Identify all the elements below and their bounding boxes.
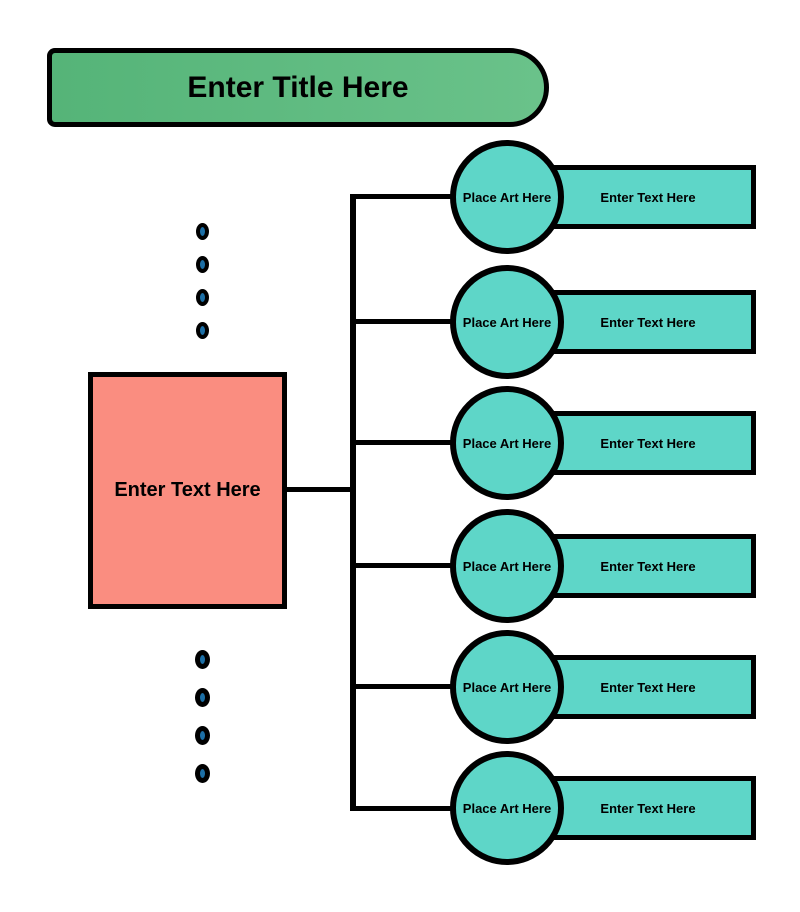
art-circle-label: Place Art Here bbox=[462, 435, 552, 451]
art-circle-label: Place Art Here bbox=[462, 314, 552, 330]
text-bar-label: Enter Text Here bbox=[600, 189, 696, 205]
dot-core bbox=[200, 326, 205, 335]
text-bar[interactable]: Enter Text Here bbox=[540, 411, 756, 475]
text-bar-label: Enter Text Here bbox=[600, 679, 696, 695]
dot-icon bbox=[195, 650, 210, 669]
dot-core bbox=[200, 293, 205, 302]
dot-icon bbox=[195, 726, 210, 745]
center-text-box[interactable]: Enter Text Here bbox=[88, 372, 287, 609]
art-circle[interactable]: Place Art Here bbox=[450, 265, 564, 379]
art-circle[interactable]: Place Art Here bbox=[450, 630, 564, 744]
text-bar-label: Enter Text Here bbox=[600, 435, 696, 451]
dot-core bbox=[200, 655, 205, 664]
dot-core bbox=[200, 769, 205, 778]
dot-core bbox=[200, 227, 205, 236]
title-banner[interactable]: Enter Title Here bbox=[47, 48, 549, 127]
connector-branch bbox=[352, 563, 452, 568]
title-text: Enter Title Here bbox=[187, 70, 409, 104]
dot-icon bbox=[196, 289, 209, 306]
connector-branch bbox=[352, 319, 452, 324]
connector-trunk bbox=[350, 194, 356, 811]
dot-core bbox=[200, 731, 205, 740]
text-bar-label: Enter Text Here bbox=[600, 314, 696, 330]
connector-center-to-trunk bbox=[283, 487, 353, 492]
text-bar[interactable]: Enter Text Here bbox=[540, 534, 756, 598]
dot-core bbox=[200, 260, 205, 269]
art-circle[interactable]: Place Art Here bbox=[450, 509, 564, 623]
dot-icon bbox=[195, 688, 210, 707]
art-circle-label: Place Art Here bbox=[462, 558, 552, 574]
text-bar[interactable]: Enter Text Here bbox=[540, 655, 756, 719]
connector-branch bbox=[352, 806, 452, 811]
text-bar[interactable]: Enter Text Here bbox=[540, 165, 756, 229]
ellipsis-dots-top bbox=[196, 223, 209, 339]
connector-branch bbox=[352, 440, 452, 445]
connector-branch bbox=[352, 194, 452, 199]
dot-icon bbox=[196, 256, 209, 273]
text-bar[interactable]: Enter Text Here bbox=[540, 290, 756, 354]
art-circle-label: Place Art Here bbox=[462, 800, 552, 816]
text-bar-label: Enter Text Here bbox=[600, 558, 696, 574]
dot-icon bbox=[196, 322, 209, 339]
dot-icon bbox=[196, 223, 209, 240]
ellipsis-dots-bottom bbox=[195, 650, 210, 783]
art-circle[interactable]: Place Art Here bbox=[450, 140, 564, 254]
art-circle[interactable]: Place Art Here bbox=[450, 386, 564, 500]
dot-icon bbox=[195, 764, 210, 783]
connector-branch bbox=[352, 684, 452, 689]
text-bar-label: Enter Text Here bbox=[600, 800, 696, 816]
text-bar[interactable]: Enter Text Here bbox=[540, 776, 756, 840]
art-circle-label: Place Art Here bbox=[462, 189, 552, 205]
center-text: Enter Text Here bbox=[114, 479, 261, 501]
dot-core bbox=[200, 693, 205, 702]
art-circle-label: Place Art Here bbox=[462, 679, 552, 695]
art-circle[interactable]: Place Art Here bbox=[450, 751, 564, 865]
